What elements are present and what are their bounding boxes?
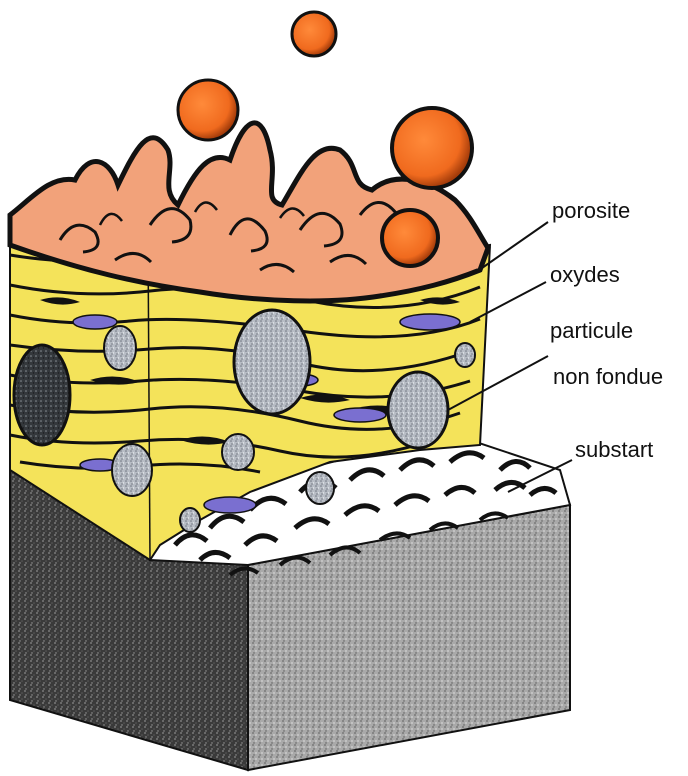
label-oxydes: oxydes xyxy=(550,262,620,288)
label-substart: substart xyxy=(575,437,653,463)
droplet xyxy=(392,108,472,188)
label-porosite: porosite xyxy=(552,198,630,224)
leader-porosite xyxy=(482,222,548,268)
droplet xyxy=(382,210,438,266)
droplet xyxy=(178,80,238,140)
droplet xyxy=(292,12,336,56)
label-particule: particule xyxy=(550,318,633,344)
label-non-fondue: non fondue xyxy=(553,364,663,390)
